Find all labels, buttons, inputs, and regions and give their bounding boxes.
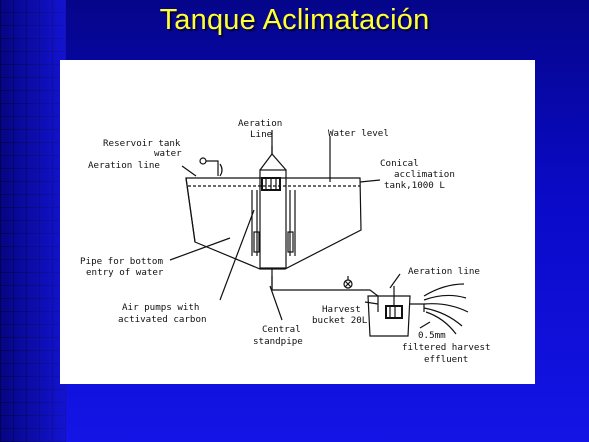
label-reservoir-1: Reservoir tank bbox=[103, 138, 181, 149]
label-conical-2: acclimation bbox=[394, 169, 455, 180]
acclimation-tank-diagram: Aeration Line Water level Reservoir tank… bbox=[80, 118, 491, 365]
label-water-level: Water level bbox=[328, 128, 389, 139]
label-reservoir-2: water bbox=[154, 148, 182, 159]
slide-title: Tanque Aclimatación bbox=[159, 4, 430, 36]
label-aeration-line-left: Aeration line bbox=[88, 160, 160, 171]
label-aeration-line-right: Aeration line bbox=[408, 266, 480, 277]
reservoir-faucet bbox=[199, 157, 223, 177]
label-filtered-1: 0.5mm bbox=[418, 330, 446, 341]
diagram-panel: Aeration Line Water level Reservoir tank… bbox=[60, 60, 535, 384]
label-air-pumps-1: Air pumps with bbox=[122, 302, 199, 313]
label-aeration-line-top-1: Aeration bbox=[238, 118, 282, 129]
label-central-1: Central bbox=[262, 324, 301, 335]
outlet-pipe bbox=[271, 268, 379, 312]
label-aeration-line-top-2: Line bbox=[250, 129, 272, 140]
label-harvest-2: bucket 20L bbox=[312, 315, 368, 326]
label-central-2: standpipe bbox=[253, 336, 303, 347]
label-conical-3: tank,1000 L bbox=[384, 180, 445, 191]
label-pipe-bottom-1: Pipe for bottom bbox=[80, 256, 163, 267]
tank-body bbox=[185, 177, 362, 270]
effluent-spray bbox=[423, 283, 469, 335]
label-filtered-2: filtered harvest bbox=[402, 342, 491, 353]
harvest-bucket bbox=[367, 286, 425, 337]
left-decorative-strip bbox=[0, 0, 66, 442]
central-standpipe bbox=[251, 130, 296, 269]
label-pipe-bottom-2: entry of water bbox=[86, 267, 164, 278]
label-air-pumps-2: activated carbon bbox=[118, 314, 207, 325]
label-filtered-3: effluent bbox=[424, 354, 468, 365]
label-conical-1: Conical bbox=[380, 158, 419, 169]
leader-lines bbox=[169, 136, 431, 329]
label-harvest-1: Harvest bbox=[322, 304, 361, 315]
